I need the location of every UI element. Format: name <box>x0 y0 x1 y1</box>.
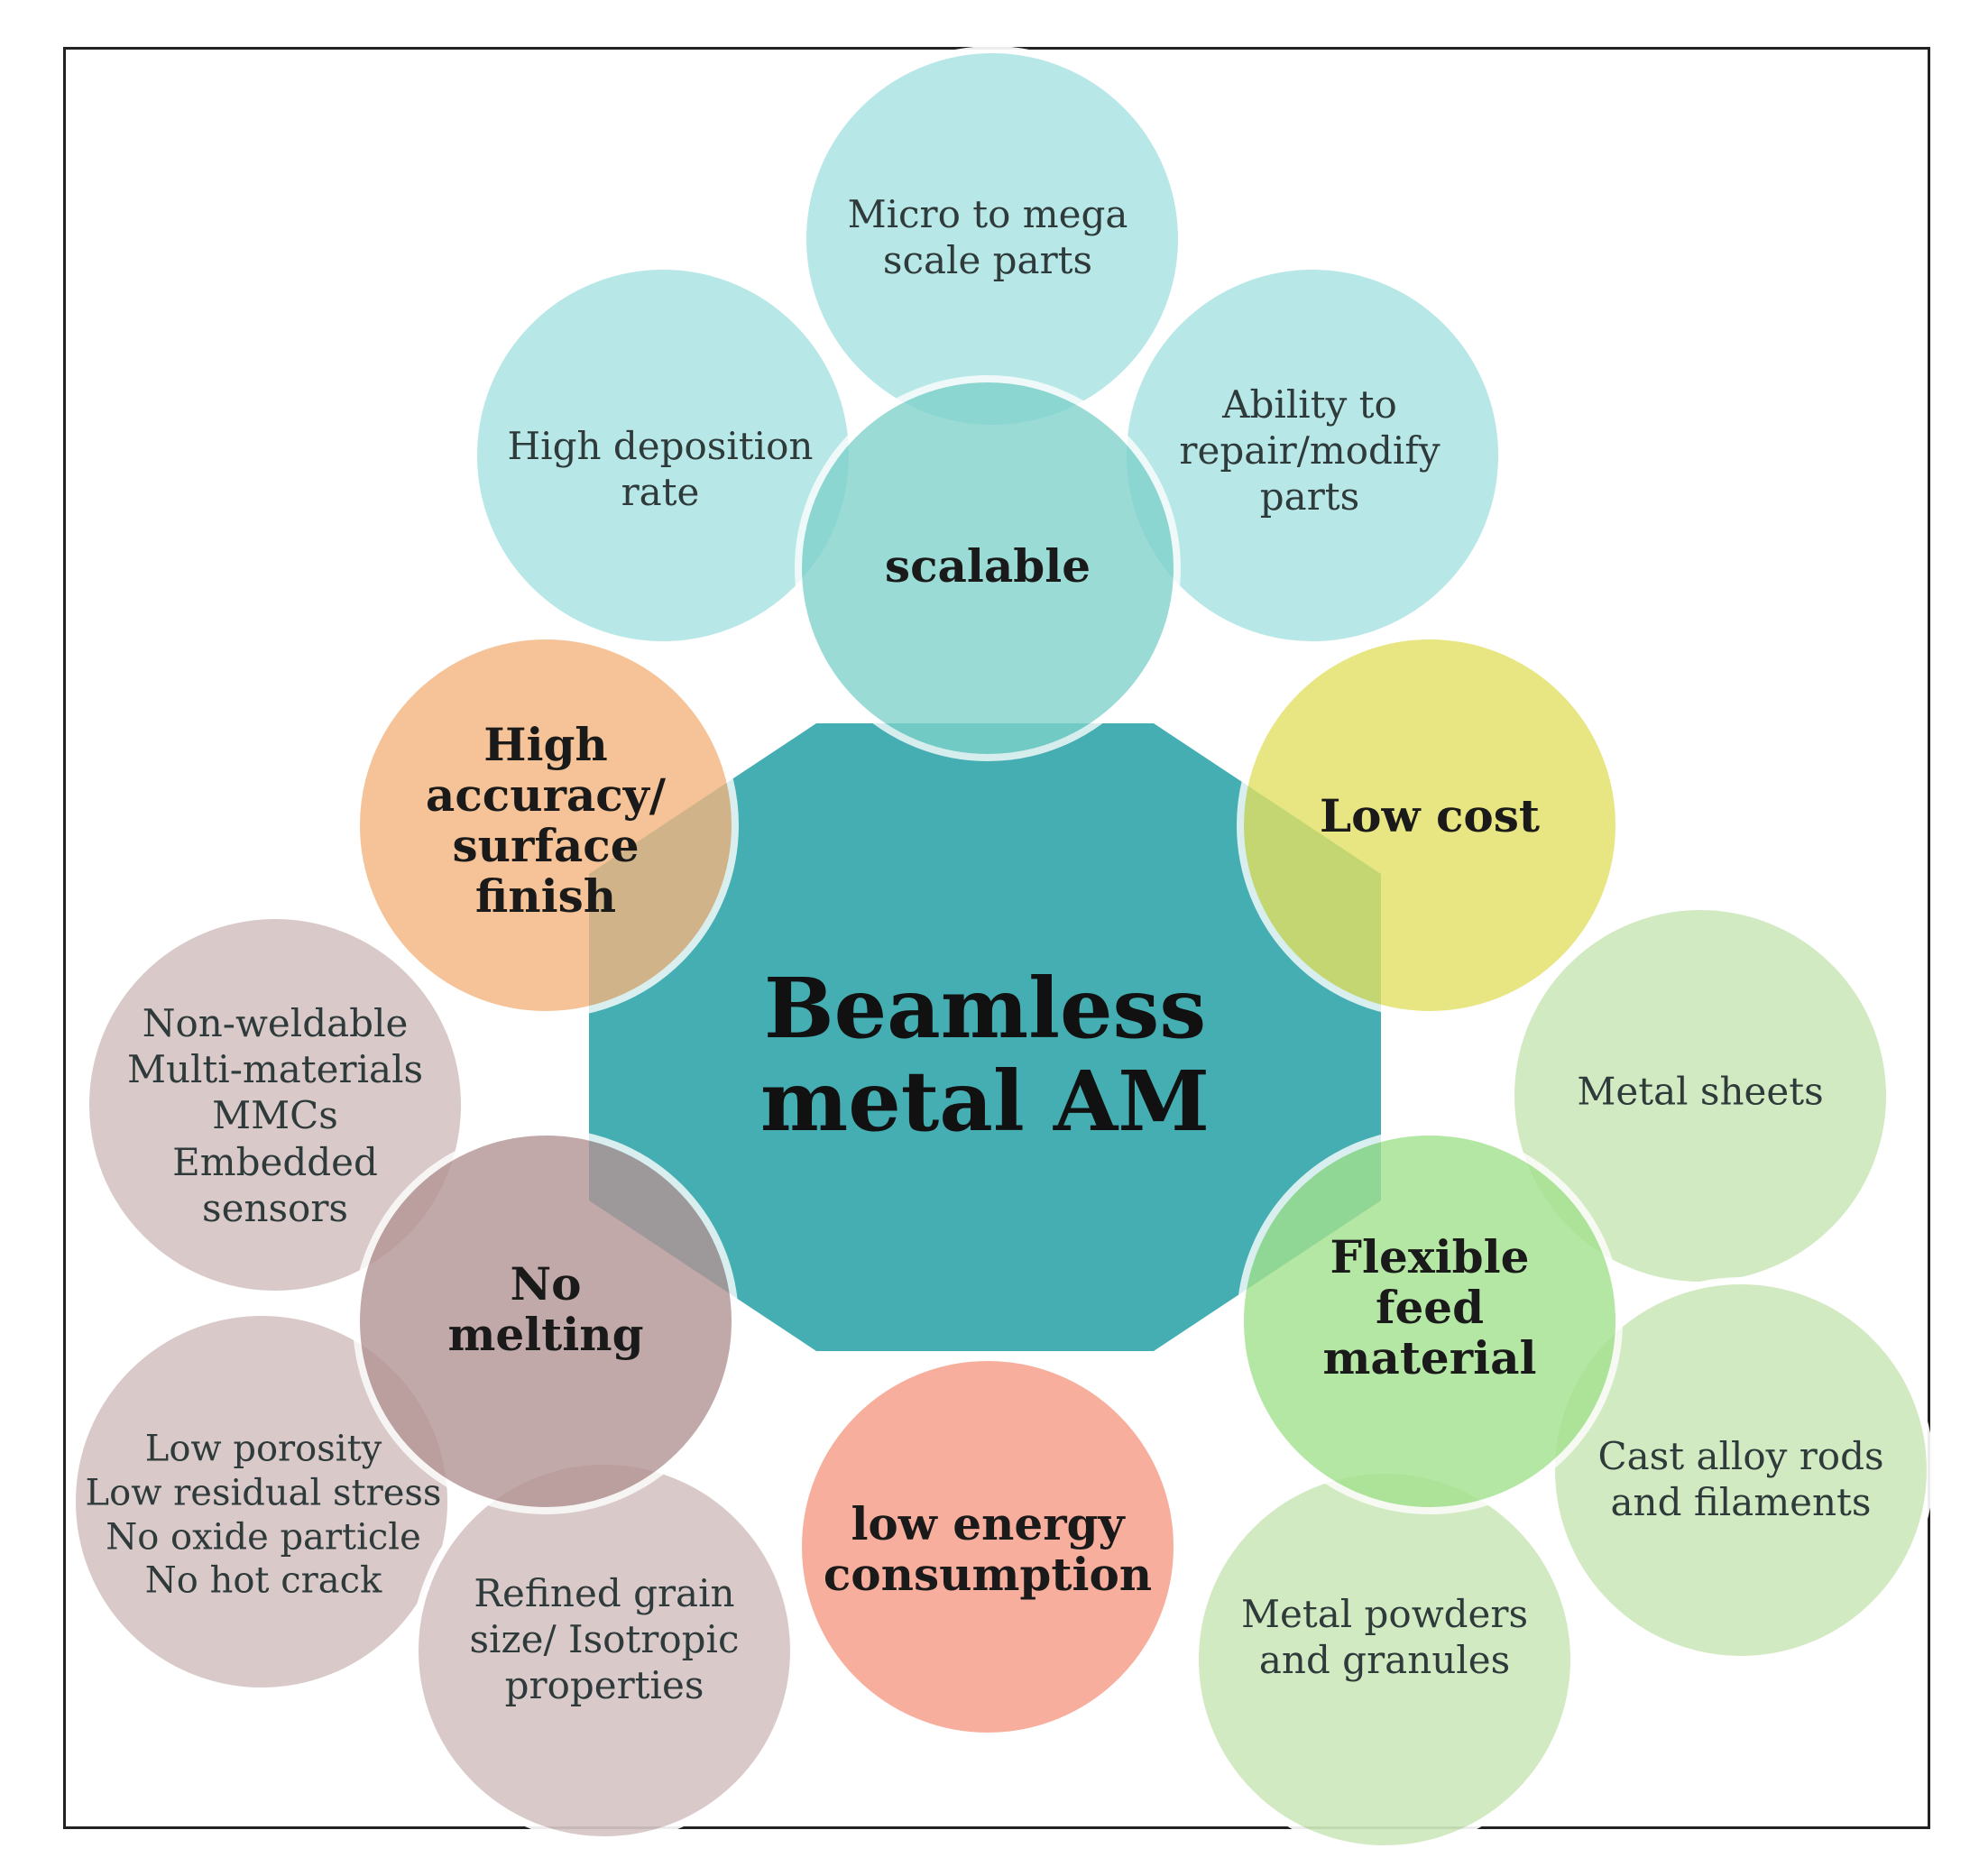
category-label-line: High <box>483 718 608 771</box>
leaf-label-line: No oxide particle <box>106 1516 421 1558</box>
leaf-label-deposition-rate: High deposition rate <box>508 423 814 515</box>
category-label-low-cost: Low cost <box>1320 791 1540 841</box>
leaf-label-metal-sheets: Metal sheets <box>1577 1068 1823 1114</box>
category-label-line: finish <box>474 869 617 923</box>
leaf-label-line: parts <box>1259 474 1360 520</box>
leaf-label-line: Low porosity <box>144 1428 382 1470</box>
leaf-label-line: Metal powders <box>1240 1591 1529 1636</box>
leaf-label-line: and granules <box>1258 1638 1511 1682</box>
category-label-line: feed <box>1375 1281 1485 1334</box>
category-label-scalable: scalable <box>885 541 1091 592</box>
leaf-label-line: Non-weldable <box>142 1000 409 1045</box>
category-label-line: surface <box>452 819 640 872</box>
category-label-no-melting: No melting <box>447 1259 643 1360</box>
leaf-label-line: Embedded <box>172 1139 378 1184</box>
leaf-label-cast-alloy: Cast alloy rods and filaments <box>1597 1433 1883 1525</box>
center-label-line: Beamless <box>763 959 1207 1057</box>
category-bubble-no-melting <box>353 1128 739 1514</box>
leaf-label-line: MMCs <box>212 1093 338 1138</box>
leaf-label-repair-modify: Ability to repair/modify parts <box>1179 382 1440 520</box>
category-label-flexible-feed: Flexible feed material <box>1323 1232 1537 1384</box>
leaf-label-line: Multi-materials <box>126 1047 424 1092</box>
leaf-label-metal-powders: Metal powders and granules <box>1241 1591 1528 1683</box>
center-octagon <box>589 723 1381 1351</box>
category-bubble-accuracy <box>353 632 739 1018</box>
leaf-label-line: Cast alloy rods <box>1597 1433 1884 1478</box>
center-label: Beamless metal AM <box>759 959 1210 1150</box>
leaf-bubble-low-porosity <box>69 1309 455 1695</box>
leaf-bubble-non-weldable <box>82 912 468 1298</box>
category-label-line: material <box>1322 1331 1537 1384</box>
category-bubble-low-energy <box>795 1354 1181 1740</box>
leaf-label-non-weldable: Non-weldable Multi-materials MMCs Embedd… <box>127 1000 423 1231</box>
leaf-label-refined-grain: Refined grain size/ Isotropic properties <box>470 1570 740 1709</box>
leaf-label-line: Ability to <box>1222 382 1397 428</box>
category-label-low-energy: low energy consumption <box>824 1499 1152 1600</box>
category-label-line: No <box>510 1257 582 1310</box>
category-bubble-scalable <box>795 375 1181 761</box>
category-bubble-flexible-feed <box>1237 1128 1623 1514</box>
category-label-line: Flexible <box>1330 1230 1530 1283</box>
leaf-label-line: size/ Isotropic <box>469 1617 740 1662</box>
category-label-line: melting <box>447 1308 644 1361</box>
center-label-line: metal AM <box>759 1053 1210 1150</box>
category-label-line: low energy <box>851 1497 1125 1550</box>
category-label-line: consumption <box>823 1548 1153 1601</box>
leaf-label-line: rate <box>621 470 700 514</box>
leaf-label-line: sensors <box>202 1185 348 1230</box>
leaf-label-low-porosity: Low porosity Low residual stress No oxid… <box>86 1427 442 1603</box>
category-label-accuracy: High accuracy/ surface finish <box>426 720 666 922</box>
category-label-line: accuracy/ <box>425 768 667 822</box>
category-label-line: Low cost <box>1320 789 1540 842</box>
leaf-label-line: scale parts <box>882 238 1093 282</box>
leaf-label-line: Low residual stress <box>85 1472 442 1514</box>
leaf-label-line: Metal sheets <box>1577 1069 1824 1114</box>
leaf-label-line: repair/modify <box>1179 428 1441 474</box>
leaf-label-line: No hot crack <box>144 1559 382 1602</box>
leaf-label-line: properties <box>504 1663 704 1708</box>
leaf-label-line: High deposition <box>507 423 814 468</box>
leaf-label-micro-mega: Micro to mega scale parts <box>848 191 1128 283</box>
leaf-label-line: Refined grain <box>474 1571 735 1616</box>
category-label-line: scalable <box>884 539 1091 593</box>
leaf-label-line: Micro to mega <box>847 191 1128 236</box>
category-bubble-low-cost <box>1237 632 1623 1018</box>
leaf-label-line: and filaments <box>1610 1480 1872 1524</box>
